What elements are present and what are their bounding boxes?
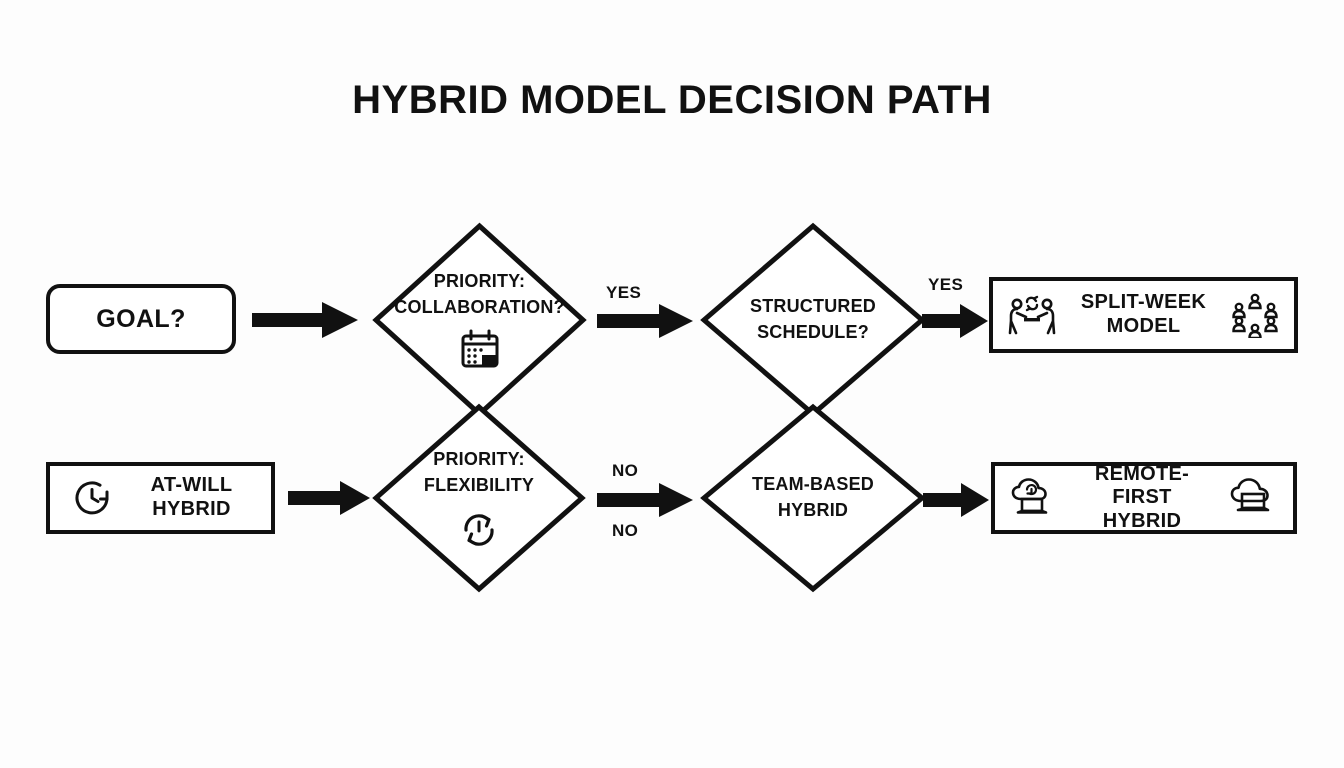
cloud-laptop-icon <box>1011 478 1048 514</box>
diamond-shape <box>700 403 926 593</box>
node-team-based-hybrid[interactable]: TEAM-BASED HYBRID <box>700 403 926 593</box>
node-goal-label: GOAL? <box>96 304 186 333</box>
node-at-will-hybrid-label: AT-WILL HYBRID <box>126 474 257 521</box>
node-team-based-hybrid-label-line1: TEAM-BASED <box>752 474 874 495</box>
node-structured-schedule-label-line2: SCHEDULE? <box>757 322 869 342</box>
node-split-week-model[interactable]: SPLIT-WEEK MODEL <box>989 277 1298 353</box>
arrow-teambased-to-remotefirst <box>923 482 989 518</box>
arrow-atwill-to-flexibility <box>288 480 370 516</box>
calendar-icon <box>461 329 498 368</box>
arrow-right-icon <box>923 483 989 517</box>
arrow-goal-to-collaboration <box>252 300 358 340</box>
arrow-structured-to-splitweek <box>922 303 988 339</box>
edge-label-yes-1: YES <box>606 283 642 302</box>
node-priority-flexibility-label-line2: FLEXIBILITY <box>423 475 535 495</box>
node-split-week-model-label-line2: MODEL <box>1106 315 1181 337</box>
edge-label-no-2: NO <box>612 521 639 540</box>
node-structured-schedule[interactable]: STRUCTURED SCHEDULE? <box>700 222 926 418</box>
page-title: HYBRID MODEL DECISION PATH <box>352 78 992 122</box>
node-at-will-hybrid-label-line2: HYBRID <box>152 498 231 520</box>
people-exchange-icon <box>1008 295 1056 335</box>
node-structured-schedule-label-line1: STRUCTURED <box>750 296 876 317</box>
diamond-shape <box>372 403 586 593</box>
arrow-right-icon <box>922 304 988 338</box>
arrow-collaboration-to-structured <box>597 303 693 339</box>
node-split-week-model-label-line1: SPLIT-WEEK <box>1080 291 1207 314</box>
node-priority-collaboration[interactable]: PRIORITY: COLLABORATION? <box>372 222 587 418</box>
node-remote-first-hybrid-label-line1: REMOTE-FIRST <box>1094 462 1190 509</box>
people-group-icon <box>1232 293 1278 338</box>
edge-label-yes-2: YES <box>928 275 964 294</box>
node-split-week-model-label: SPLIT-WEEK MODEL <box>1071 291 1216 338</box>
arrow-right-icon <box>597 483 693 517</box>
arrow-right-icon <box>288 481 370 515</box>
edge-label-no-1: NO <box>612 461 639 480</box>
node-remote-first-hybrid[interactable]: REMOTE-FIRST HYBRID <box>991 462 1297 534</box>
node-priority-collaboration-label-line1: PRIORITY: <box>433 271 526 292</box>
arrow-right-icon <box>252 302 358 338</box>
refresh-clock-icon <box>464 513 494 546</box>
cloud-laptop-icon <box>1230 478 1270 512</box>
node-team-based-hybrid-label-line2: HYBRID <box>777 500 849 520</box>
node-priority-collaboration-label-line2: COLLABORATION? <box>394 297 565 317</box>
node-remote-first-hybrid-label-line2: HYBRID <box>1102 509 1182 532</box>
arrow-flexibility-to-teambased <box>597 482 693 518</box>
node-goal[interactable]: GOAL? <box>46 284 236 354</box>
node-at-will-hybrid[interactable]: AT-WILL HYBRID <box>46 462 275 534</box>
node-remote-first-hybrid-label: REMOTE-FIRST HYBRID <box>1071 463 1213 534</box>
arrow-right-icon <box>597 304 693 338</box>
node-priority-flexibility[interactable]: PRIORITY: FLEXIBILITY <box>372 403 586 593</box>
clock-refresh-icon <box>75 481 109 515</box>
node-priority-flexibility-label-line1: PRIORITY: <box>433 449 525 470</box>
node-at-will-hybrid-label-line1: AT-WILL <box>150 474 233 497</box>
